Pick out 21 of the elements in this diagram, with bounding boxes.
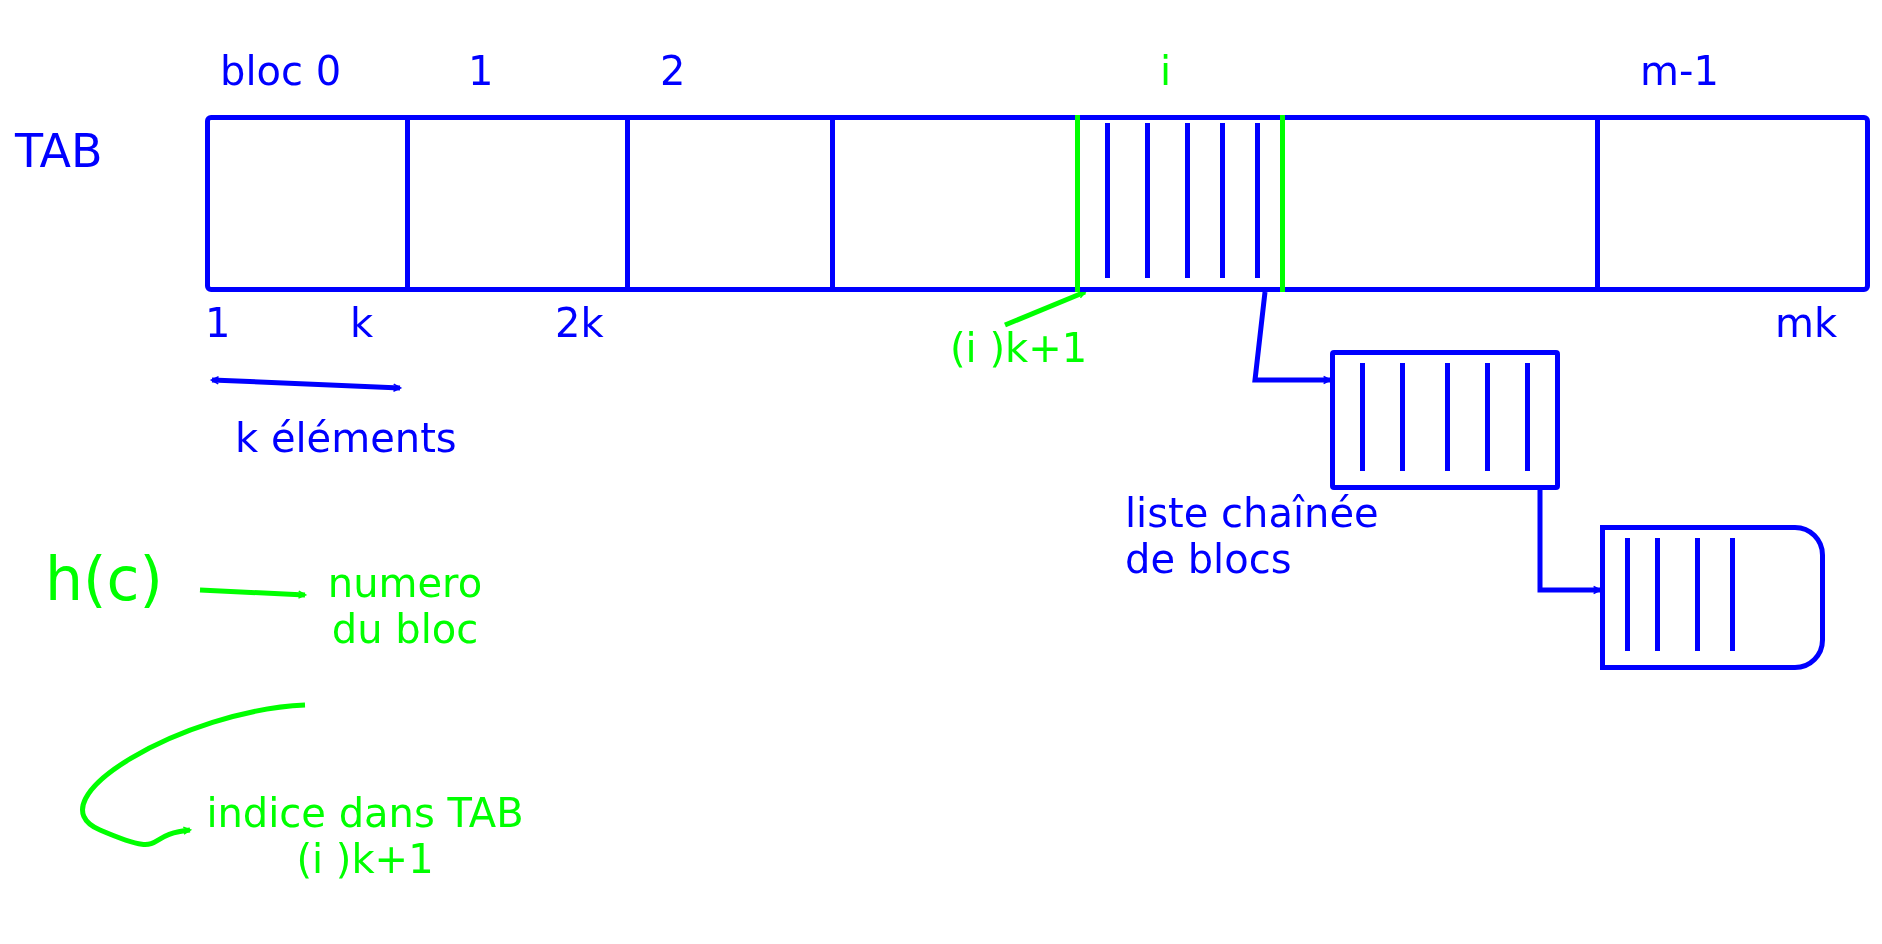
arrow — [1537, 490, 1602, 595]
block-label: m-1 — [1640, 48, 1719, 94]
block-label: 2 — [660, 48, 686, 94]
index-label: 1 — [205, 300, 231, 346]
block-label: i — [1160, 48, 1172, 94]
block-label: 1 — [468, 48, 494, 94]
index-label: mk — [1775, 300, 1838, 346]
arrow — [199, 587, 307, 599]
arrow — [1252, 291, 1332, 385]
block-label: bloc 0 — [220, 48, 342, 94]
arrow — [80, 702, 306, 847]
annotation-text: numero du bloc — [326, 560, 484, 652]
arrow — [1004, 289, 1087, 328]
index-label: k — [350, 300, 374, 346]
annotation-text: (i )k+1 — [950, 325, 1088, 371]
annotation-text: indice dans TAB (i )k+1 — [205, 790, 525, 882]
dimension-text: k éléments — [235, 415, 457, 461]
table-name: TAB — [15, 125, 103, 178]
hash-function: h(c) — [45, 545, 163, 614]
annotation-text: liste chaînée de blocs — [1125, 490, 1380, 582]
index-label: 2k — [555, 300, 604, 346]
